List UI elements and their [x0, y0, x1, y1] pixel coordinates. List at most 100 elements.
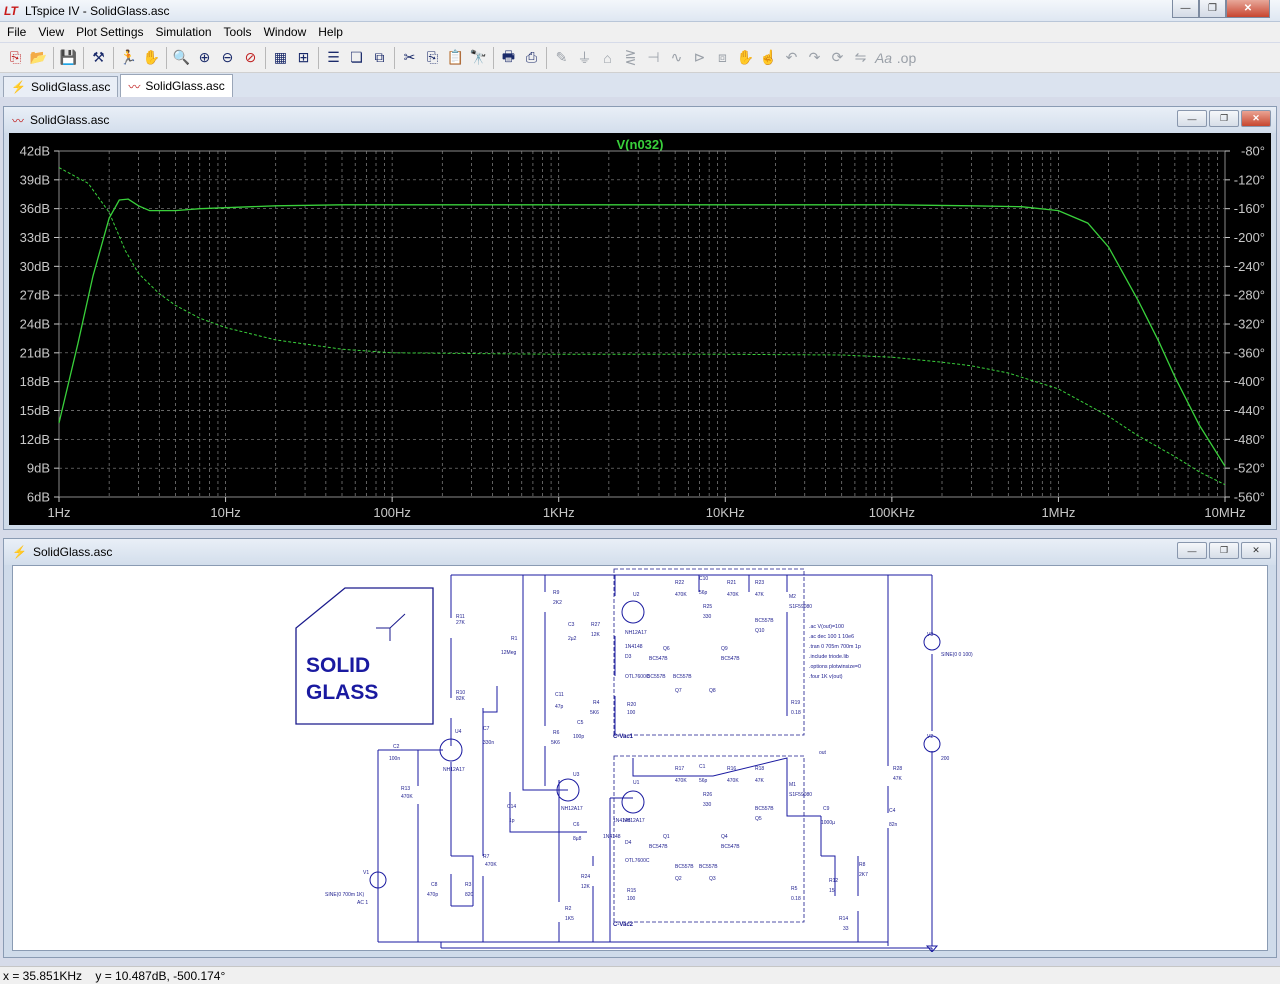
- cut-icon[interactable]: ✂: [403, 49, 416, 65]
- title-bar: LT LTspice IV - SolidGlass.asc — ❐ ✕: [0, 0, 1280, 22]
- r22-label: R22: [675, 580, 684, 586]
- tube-u4-symbol: [439, 738, 463, 762]
- plot-window-titlebar[interactable]: 〰 SolidGlass.asc: [4, 107, 1276, 133]
- minimize-button[interactable]: —: [1172, 0, 1199, 18]
- minimize-button[interactable]: —: [1177, 542, 1207, 559]
- restore-button[interactable]: ❐: [1209, 110, 1239, 127]
- y-right-tick-label: -200°: [1234, 230, 1265, 245]
- y-left-tick-label: 9dB: [27, 461, 50, 476]
- schematic-canvas[interactable]: SOLID GLASS: [12, 565, 1268, 953]
- menu-simulation[interactable]: Simulation: [155, 25, 212, 39]
- m1-type: S1F59080: [789, 792, 812, 798]
- plot-setting-icon[interactable]: ⊞: [297, 49, 310, 65]
- document-tabs: ⚡ SolidGlass.asc 〰 SolidGlass.asc: [0, 73, 1280, 97]
- plot-svg: V(n032) 42dB39dB36dB33dB30dB27dB24dB21dB…: [20, 137, 1265, 520]
- u1-label: U1: [633, 780, 640, 786]
- zoom-full-icon[interactable]: ⊕: [198, 49, 211, 65]
- led2-label: OTL7600C: [625, 858, 650, 864]
- menu-view[interactable]: View: [38, 25, 65, 39]
- menu-plot-settings[interactable]: Plot Settings: [76, 25, 144, 39]
- q9-label: Q9: [721, 646, 728, 652]
- y-right-tick-label: -440°: [1234, 403, 1265, 418]
- menu-help[interactable]: Help: [318, 25, 343, 39]
- redo-icon[interactable]: ↷: [808, 49, 821, 65]
- find-icon[interactable]: 🔭: [469, 49, 488, 65]
- close-button[interactable]: ✕: [1241, 542, 1271, 559]
- rotate-icon[interactable]: ⟳: [831, 49, 844, 65]
- restore-button[interactable]: ❐: [1209, 542, 1239, 559]
- print-setup-icon[interactable]: 🖶: [501, 47, 516, 64]
- schematic-window-titlebar[interactable]: ⚡ SolidGlass.asc: [4, 539, 1276, 565]
- text-icon[interactable]: Aa: [874, 49, 893, 66]
- undo-icon[interactable]: ↶: [785, 49, 798, 65]
- q8-label: Q8: [709, 688, 716, 694]
- r20-value: 100: [627, 710, 636, 716]
- diode-icon[interactable]: ⊳: [693, 49, 706, 65]
- zoom-out-icon[interactable]: ⊖: [221, 49, 234, 65]
- label-icon[interactable]: ⌂: [603, 49, 612, 66]
- v3-label: V3: [927, 632, 933, 638]
- inductor-icon[interactable]: ∿: [670, 49, 683, 65]
- print-icon[interactable]: ⎙: [525, 49, 538, 65]
- menu-file[interactable]: File: [7, 25, 27, 39]
- menu-window[interactable]: Window: [263, 25, 307, 39]
- wire-icon[interactable]: ✎: [555, 49, 568, 65]
- u2-label: U2: [633, 592, 640, 598]
- v1-value: SINE(0 700m 1K): [325, 892, 365, 898]
- zoom-cancel-icon[interactable]: ⊘: [244, 49, 257, 65]
- move-icon[interactable]: ✋: [736, 49, 755, 65]
- drag-icon[interactable]: ☝: [759, 49, 778, 65]
- phase-trace[interactable]: [58, 167, 1226, 486]
- menu-tools[interactable]: Tools: [223, 25, 252, 39]
- r7-value: 470K: [485, 862, 497, 868]
- close-button[interactable]: ✕: [1226, 0, 1270, 18]
- directive-tran: .tran 0 705m 700m 1p: [809, 644, 861, 650]
- spice-directive-icon[interactable]: .op: [896, 49, 917, 66]
- schematic-icon: ⚡: [12, 545, 27, 559]
- new-schematic-icon[interactable]: ⎘: [9, 49, 22, 65]
- zoom-in-icon[interactable]: 🔍: [172, 49, 191, 65]
- minimize-button[interactable]: —: [1177, 110, 1207, 127]
- v3-value: SINE(0 0 100): [941, 652, 973, 658]
- magnitude-trace[interactable]: [58, 198, 1226, 467]
- component-icon[interactable]: ⧈: [718, 49, 727, 65]
- run-icon[interactable]: 🏃: [119, 49, 138, 65]
- control-panel-icon[interactable]: ⚒: [92, 49, 105, 65]
- d4-label: D4: [625, 840, 632, 846]
- tile-horizontal-icon[interactable]: ☰: [327, 49, 340, 65]
- tab-schematic[interactable]: ⚡ SolidGlass.asc: [3, 76, 119, 97]
- mirror-icon[interactable]: ⇋: [854, 49, 867, 65]
- source-v3-symbol: [923, 633, 941, 651]
- r28-value: 47K: [893, 776, 903, 782]
- waveform-icon: 〰: [128, 79, 141, 94]
- tab-label: SolidGlass.asc: [145, 79, 225, 93]
- q3-label: Q3: [709, 876, 716, 882]
- restore-button[interactable]: ❐: [1199, 0, 1226, 18]
- status-bar: x = 35.851KHz y = 10.487dB, -500.174°: [0, 966, 1280, 984]
- capacitor-icon[interactable]: ⊣: [647, 49, 660, 65]
- c11-label: C11: [555, 692, 564, 698]
- tab-waveform[interactable]: 〰 SolidGlass.asc: [120, 74, 233, 97]
- y-left-tick-label: 30dB: [20, 259, 50, 274]
- copy-icon[interactable]: ⎘: [426, 49, 439, 65]
- autorange-icon[interactable]: ▦: [273, 49, 288, 65]
- r23-value: 47K: [755, 592, 765, 598]
- close-all-icon[interactable]: ⧉: [374, 49, 385, 65]
- save-icon[interactable]: 💾: [59, 49, 78, 65]
- ltspice-logo-icon: LT: [4, 3, 18, 18]
- trace-label[interactable]: V(n032): [617, 137, 664, 152]
- r6-label: R6: [553, 730, 560, 736]
- c3-label: C3: [568, 622, 575, 628]
- open-icon[interactable]: 📂: [29, 49, 48, 65]
- c10-value: 56p: [699, 590, 708, 596]
- ground-icon[interactable]: ⏚: [577, 49, 592, 66]
- close-button[interactable]: ✕: [1241, 110, 1271, 127]
- c-vac1-label: C-Vac1: [613, 734, 634, 740]
- halt-icon[interactable]: ✋: [142, 49, 161, 65]
- r9-value: 2K2: [553, 600, 562, 606]
- resistor-icon[interactable]: ⋛: [624, 49, 637, 65]
- logo-line-1: SOLID: [306, 654, 370, 677]
- paste-icon[interactable]: 📋: [446, 49, 465, 65]
- cascade-icon[interactable]: ❏: [350, 49, 363, 65]
